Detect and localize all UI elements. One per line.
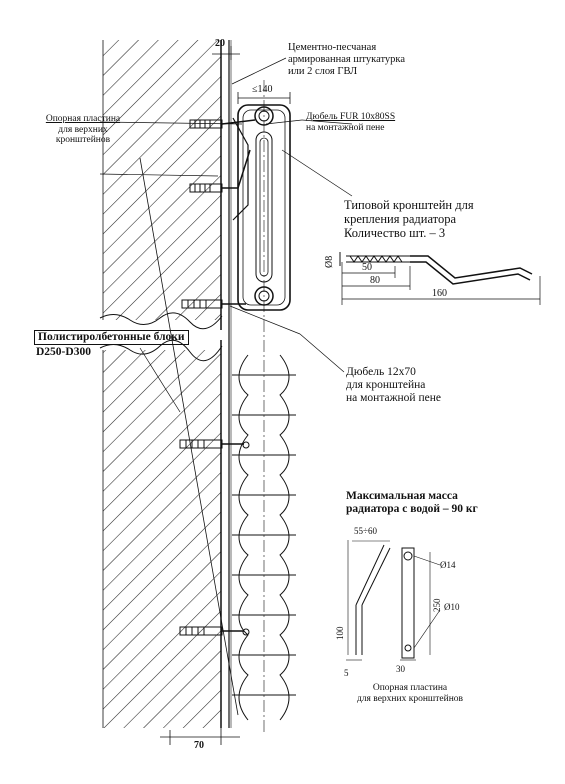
dim-plaster [212,46,240,60]
support-plate-top [232,117,249,221]
label-support-plate-top: Опорная пластина для верхних кронштейнов [28,114,138,146]
label-support-plate-top-line1: Опорная пластина [45,114,121,124]
label-dowel-12-line3: на монтажной пене [346,391,441,404]
dim-label-160: 160 [432,288,447,299]
label-bracket-line1: Типовой кронштейн для [344,198,474,212]
leader-lines [99,57,353,716]
label-dowel-12-line2: для кронштейна [346,378,426,391]
label-support-plate-top-line3: кронштейнов [55,135,111,146]
label-support-plate-top-line2: для верхних [58,124,108,135]
label-dowel-12: Дюбель 12x70 для кронштейна на монтажной… [346,366,441,405]
label-support-plate-bottom: Опорная пластина для верхних кронштейнов [340,683,480,704]
dim-label-20: 20 [215,38,225,49]
label-support-plate-bottom-line2: для верхних кронштейнов [356,693,464,704]
label-support-plate-bottom-line1: Опорная пластина [372,683,448,693]
label-dowel-12-line1: Дюбель 12x70 [346,366,416,378]
label-plaster-line2: армированная штукатурка [288,53,406,65]
dim-label-80: 80 [370,275,380,286]
plaster-layer [228,40,232,728]
label-plaster: Цементно-песчаная армированная штукатурк… [288,42,405,77]
label-blocks: Полистиролбетонные блоки [34,330,189,345]
dim-radiator-depth [237,92,291,104]
dim-label-30: 30 [396,664,405,674]
bracket-detail [339,252,541,305]
dowel-upper [181,119,256,309]
label-max-mass: Максимальная масса радиатора с водой – 9… [346,490,478,516]
dim-label-70: 70 [194,740,204,751]
label-bracket-line3: Количество шт. – 3 [344,226,446,240]
dim-label-d8: Ø8 [324,255,335,268]
support-plate-detail [346,540,441,661]
label-bracket: Типовой кронштейн для крепления радиатор… [344,198,474,240]
dowel-lower [179,439,244,636]
dim-label-140: ≤140 [252,84,273,95]
wall-section-lower [99,339,223,728]
dim-label-250: 250 [432,598,442,613]
dim-label-50: 50 [362,262,372,273]
label-plaster-line3: или 2 слоя ГВЛ [288,65,358,77]
label-plaster-line1: Цементно-песчаная [288,42,377,53]
label-bracket-line2: крепления радиатора [344,212,457,226]
label-max-mass-line1: Максимальная масса [346,490,458,502]
label-dowel-fur-line1: Дюбель FUR 10x80SS [306,112,396,122]
dim-label-5: 5 [344,668,349,678]
dim-wall-offset [160,728,240,745]
dim-label-100: 100 [335,626,345,641]
wall-section-upper [99,40,223,330]
label-dowel-fur-line2: на монтажной пене [306,122,385,133]
dim-label-d10: Ø10 [444,602,460,612]
label-dowel-fur: Дюбель FUR 10x80SS на монтажной пене [306,112,395,133]
dim-label-d14: Ø14 [440,560,456,570]
label-max-mass-line2: радиатора с водой – 90 кг [346,502,478,515]
label-blocks-grade: D250-D300 [36,346,91,358]
radiator-front-view [232,354,296,721]
dim-label-55-60: 55÷60 [354,526,377,536]
